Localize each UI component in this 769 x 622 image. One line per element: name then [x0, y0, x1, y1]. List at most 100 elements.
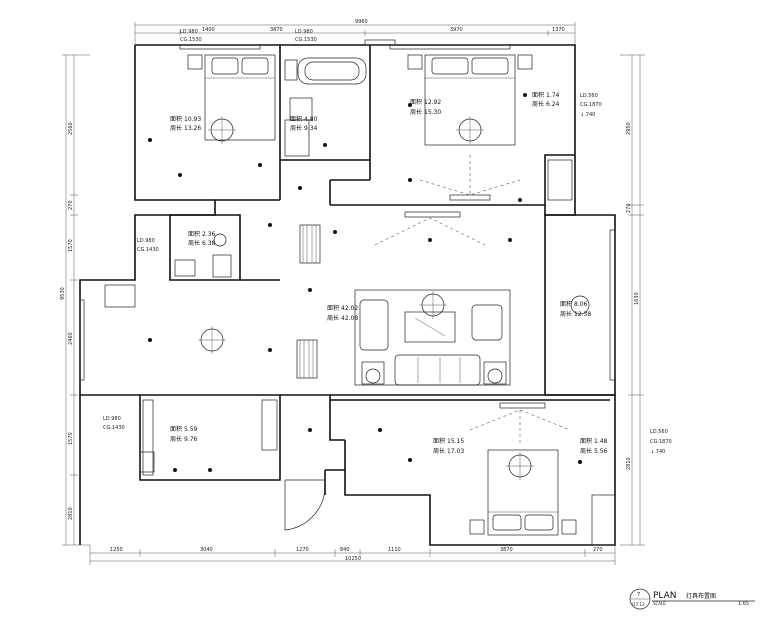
room-wardrobe-se: 面积 1.48 周长 5.56: [580, 437, 608, 455]
level-tags: LD.980 CG.1530 LD.980 CG.1530 LD.560 CG.…: [103, 29, 672, 455]
tag-c-cg: CG.1870: [580, 102, 602, 108]
toilet-small: [212, 254, 232, 278]
kitchen-counter-right: [261, 399, 278, 451]
lighting: [148, 93, 590, 480]
room-living: 面积 42.02 周长 42.08: [327, 304, 358, 322]
ceiling-strip-top: [299, 224, 321, 264]
room-label: 周长: [290, 124, 302, 132]
dim-top-seg-4: 1370: [552, 27, 565, 33]
tag-c-ld: LD.560: [580, 93, 598, 99]
title-number: 7: [637, 592, 640, 598]
room-area: 1.74: [546, 92, 560, 99]
tag-e-ld: LD.980: [103, 416, 121, 422]
bed-ne: [407, 54, 533, 146]
room-perimeter: 13.26: [184, 125, 201, 132]
ceiling-lamp-dining: [198, 326, 226, 354]
room-perimeter: 5.56: [594, 448, 608, 455]
dim-bottom-seg-4: 840: [340, 547, 350, 553]
tag-e-cg: CG.1430: [103, 425, 125, 431]
dim-bottom-seg-7: 270: [593, 547, 603, 553]
tag-d-cg: CG.1430: [137, 247, 159, 253]
room-label: 面积: [580, 437, 592, 445]
room-label: 周长: [170, 124, 182, 132]
room-perimeter: 6.38: [202, 240, 216, 247]
dim-left-seg-6: 2810: [68, 507, 74, 520]
ceiling-lamp-se: [506, 452, 534, 480]
dim-left-overall: 9530: [60, 287, 66, 300]
dim-top-seg-1: 1400: [202, 27, 215, 33]
room-bath-top: 面积 4.80 周长 9.34: [290, 115, 318, 132]
room-bedroom-nw: 面积 10.93 周长 13.26: [170, 115, 201, 132]
tag-f-cg: CG.1870: [650, 439, 672, 445]
room-perimeter: 9.34: [304, 125, 318, 132]
room-balcony-e: 面积 8.06 周长 12.38: [560, 300, 591, 318]
ceiling-lamp-ne: [456, 116, 484, 144]
room-bath-small: 面积 2.36 周长 6.38: [188, 230, 216, 247]
lamp-small-bath: [213, 233, 227, 247]
room-label: 面积: [410, 98, 422, 106]
dim-top-seg-2: 3870: [270, 27, 283, 33]
bathtub: [284, 57, 367, 85]
tag-f-h: ↓.740: [650, 449, 665, 455]
room-area: 42.02: [341, 305, 358, 312]
lamp-sofa-left: [365, 368, 381, 384]
kitchen-counter-left: [142, 399, 154, 476]
dim-left-seg-5: 1570: [68, 432, 74, 445]
light-bar-se: [499, 402, 546, 409]
room-balcony-ne: 面积 1.74 周长 6.24: [532, 91, 560, 108]
tag-d-ld: LD.980: [137, 238, 155, 244]
dim-top-overall: 9960: [355, 19, 368, 25]
room-area: 8.06: [574, 301, 588, 308]
bed-se: [469, 449, 577, 536]
tag-a-ld: LD.980: [180, 29, 198, 35]
title-word: PLAN: [653, 591, 677, 601]
bed-nw: [187, 54, 276, 141]
washer: [174, 259, 196, 277]
tag-f-ld: LD.560: [650, 429, 668, 435]
room-label: 面积: [532, 91, 544, 99]
dim-bottom-overall: 10250: [345, 556, 361, 562]
room-label: 面积: [327, 304, 339, 312]
dim-bottom-seg-3: 1270: [296, 547, 309, 553]
ceiling-strip-bottom: [296, 339, 318, 379]
room-label: 周长: [327, 314, 339, 322]
walls: [79, 39, 616, 546]
stove: [139, 451, 155, 473]
room-perimeter: 17.03: [447, 448, 464, 455]
room-perimeter: 9.76: [184, 436, 198, 443]
room-area: 5.59: [184, 426, 198, 433]
tag-c-h: ↓.740: [580, 112, 595, 118]
tag-a-cg: CG.1530: [180, 37, 202, 43]
room-label: 面积: [170, 115, 182, 123]
lamp-sofa-right: [487, 368, 503, 384]
dim-left-seg-1: 2560: [68, 122, 74, 135]
dim-top-seg-3: 3970: [450, 27, 463, 33]
sofa-set: [354, 289, 511, 386]
dim-bottom-seg-2: 3040: [200, 547, 213, 553]
room-bedroom-se: 面积 15.15 周长 17.03: [433, 437, 464, 455]
room-label: 面积: [188, 230, 200, 238]
shower-top: [284, 119, 310, 157]
furniture: [104, 54, 577, 536]
room-label: 周长: [433, 447, 445, 455]
room-label: 面积: [560, 300, 572, 308]
lamp-balcony-e: [570, 295, 590, 315]
room-label: 周长: [580, 447, 592, 455]
title-sub: SCALE: [653, 601, 666, 606]
dim-right-seg-1: 2950: [626, 122, 632, 135]
tag-b-cg: CG.1530: [295, 37, 317, 43]
room-kitchen: 面积 5.59 周长 9.76: [170, 425, 198, 443]
room-area: 12.92: [424, 99, 441, 106]
cabinet-left: [104, 284, 136, 308]
tag-b-ld: LD.980: [295, 29, 313, 35]
dim-bottom-seg-6: 3870: [500, 547, 513, 553]
room-label: 周长: [170, 435, 182, 443]
dim-left-seg-4: 2460: [68, 332, 74, 345]
dim-left-seg-2: 270: [68, 200, 74, 210]
room-area: 2.36: [202, 231, 216, 238]
ceiling-lamp-living: [419, 291, 447, 319]
light-bar-living: [404, 211, 461, 218]
room-perimeter: 12.38: [574, 311, 591, 318]
dim-right-seg-2: 270: [626, 203, 632, 213]
